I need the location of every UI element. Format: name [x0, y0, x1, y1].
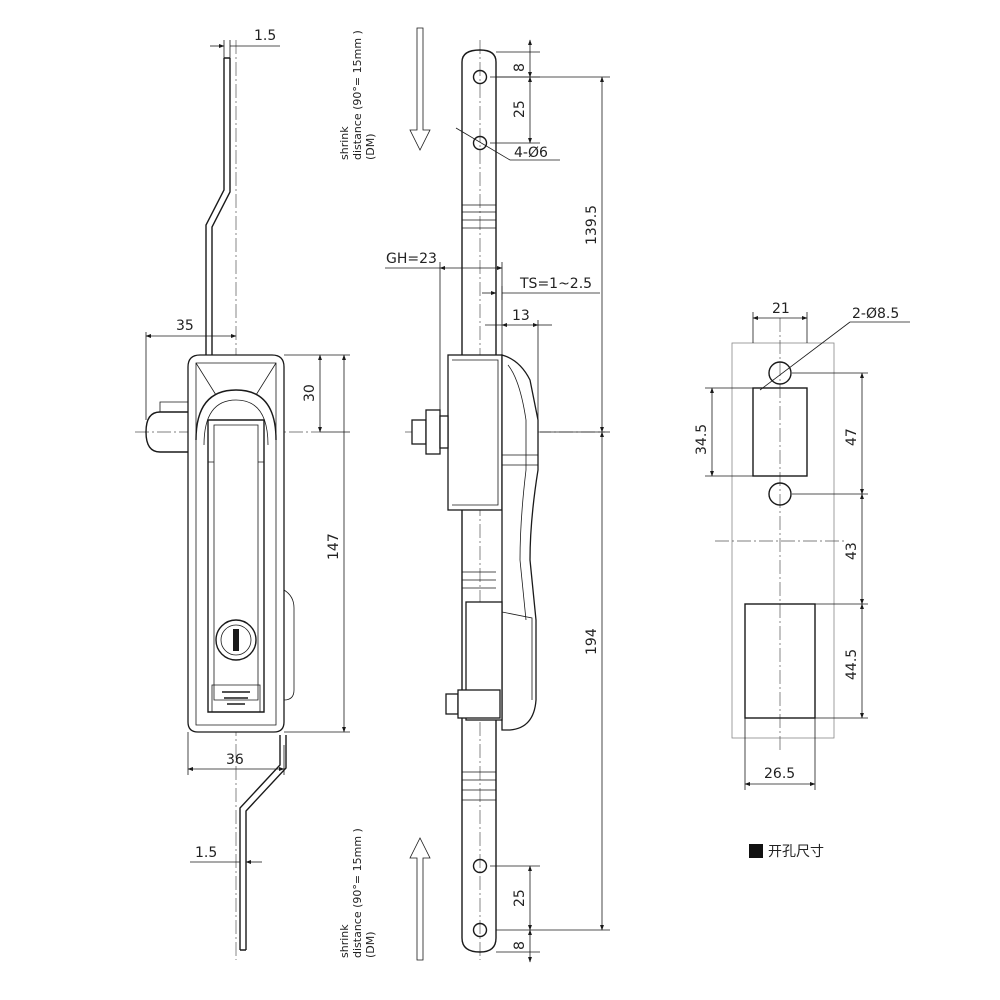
front-view: 1.5 35 30 147 36 1.5	[135, 28, 350, 960]
dim-top-end: 8	[512, 63, 528, 72]
bar-hole	[472, 922, 488, 938]
dim-cutout-upper-pitch: 47	[844, 428, 860, 446]
cutout-upper-slot	[752, 387, 808, 477]
cutout-legend-label: 开孔尺寸	[768, 844, 824, 860]
svg-text:(DM): (DM)	[364, 931, 377, 958]
bar-hole	[472, 69, 488, 85]
dim-bottom-thickness: 1.5	[195, 845, 217, 861]
bar-hole	[472, 135, 488, 151]
dim-gh: GH=23	[386, 251, 437, 267]
dim-head-height: 30	[302, 384, 318, 402]
dim-boss: 13	[512, 308, 530, 324]
dim-ts: TS=1~2.5	[519, 276, 592, 292]
lock-body-block	[447, 354, 503, 511]
dim-cutout-lower-width: 26.5	[764, 766, 795, 782]
svg-text:shrink: shrink	[338, 924, 351, 958]
dim-body-height: 147	[326, 533, 342, 560]
dim-cutout-holes: 2-Ø8.5	[852, 306, 899, 322]
dim-body-width: 36	[226, 752, 244, 768]
key-cylinder	[215, 619, 257, 661]
dim-bottom-pitch: 25	[512, 889, 528, 907]
retract-arrow-down-icon	[409, 27, 431, 151]
svg-text:shrink: shrink	[338, 126, 351, 160]
upper-rod	[205, 57, 231, 360]
dim-offset: 35	[176, 318, 194, 334]
handle-body	[187, 354, 285, 733]
dim-lower-length: 194	[584, 628, 600, 655]
cutout-hole	[768, 482, 792, 506]
handle-grip	[207, 419, 265, 713]
latch-bar	[461, 49, 497, 953]
dim-bottom-end: 8	[512, 941, 528, 950]
shrink-note-top: shrink distance (90°= 15mm ) (DM)	[338, 30, 377, 160]
shrink-note-bottom: shrink distance (90°= 15mm ) (DM)	[338, 828, 377, 958]
cutout-plate	[731, 342, 835, 739]
dim-bar-holes: 4-Ø6	[514, 145, 548, 161]
dim-cutout-gap: 43	[844, 542, 860, 560]
legend-square-icon	[749, 844, 763, 858]
svg-text:(DM): (DM)	[364, 133, 377, 160]
nut	[411, 419, 427, 445]
lower-rod	[239, 735, 287, 951]
dim-cutout-width-top: 21	[772, 301, 790, 317]
cutout-hole	[768, 361, 792, 385]
dim-top-thickness: 1.5	[254, 28, 276, 44]
cutout-lower-slot	[744, 603, 816, 719]
dim-cutout-upper-height: 34.5	[694, 424, 710, 455]
dim-upper-length: 139.5	[584, 205, 600, 245]
side-view: 8 25 4-Ø6 139.5 194 GH=23 TS=1~2.5	[385, 39, 610, 963]
svg-text:distance (90°= 15mm ): distance (90°= 15mm )	[351, 30, 364, 160]
dim-top-pitch: 25	[512, 100, 528, 118]
svg-text:distance (90°= 15mm ): distance (90°= 15mm )	[351, 828, 364, 958]
cutout-view: 21 2-Ø8.5 34.5 47 43 44.5 26.5 开孔尺寸	[694, 301, 910, 860]
bottom-nut	[445, 693, 459, 715]
retract-arrow-up-icon	[409, 837, 431, 961]
bar-hole	[472, 858, 488, 874]
cam-stub	[145, 411, 188, 453]
dim-cutout-lower-height: 44.5	[844, 649, 860, 680]
